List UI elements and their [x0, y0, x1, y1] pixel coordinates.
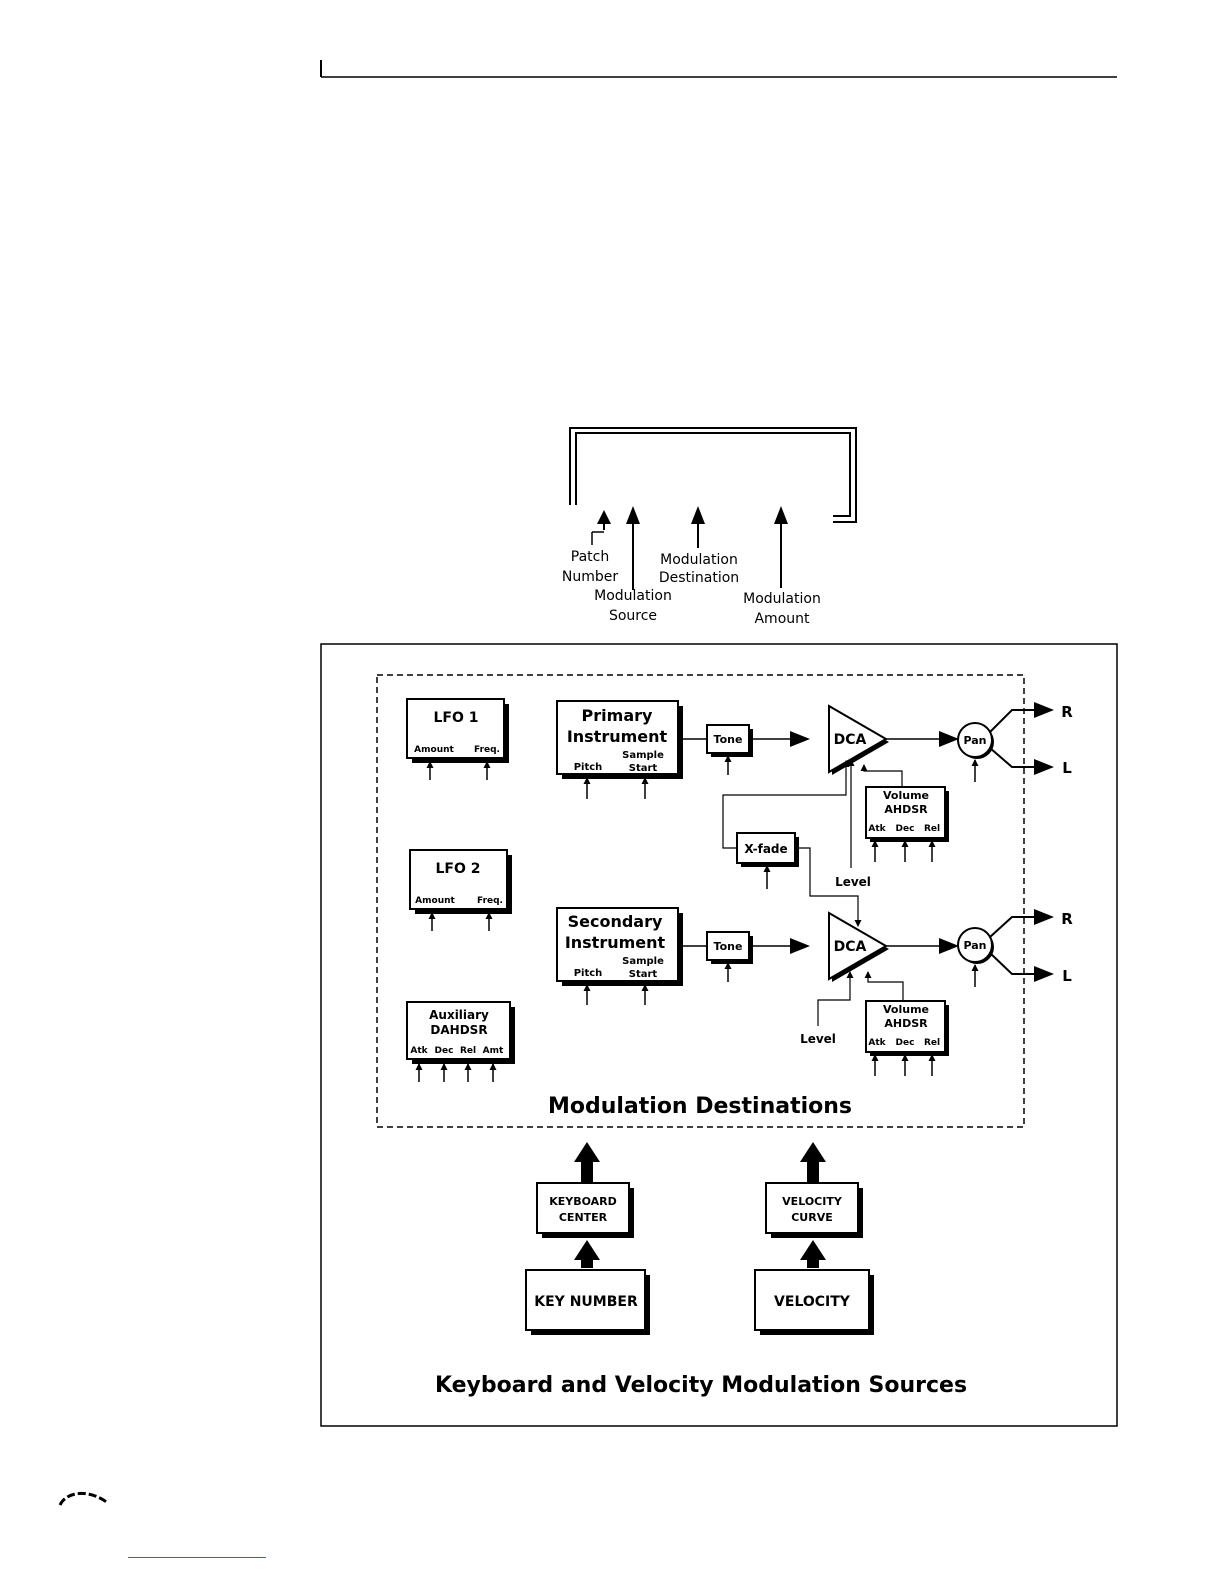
secondary-title-1: Secondary — [568, 912, 663, 931]
figure-frame — [320, 643, 1118, 1427]
modulation-destination-label-1: Modulation — [660, 552, 738, 568]
secondary-instrument-block — [556, 907, 706, 1005]
secondary-start-label: Start — [629, 969, 658, 980]
tone-block-primary — [706, 724, 810, 775]
volume-primary-title-2: AHDSR — [884, 803, 928, 816]
destinations-caption: Modulation Destinations — [548, 1094, 852, 1119]
page-ornament — [58, 1492, 109, 1506]
aux-dec-label: Dec — [435, 1046, 454, 1056]
pan-label-primary: Pan — [963, 734, 986, 747]
pan-secondary — [957, 909, 1054, 987]
volume-primary-dec: Dec — [896, 824, 915, 834]
velocity-curve-label-2: CURVE — [791, 1211, 833, 1224]
level-label-secondary: Level — [800, 1032, 836, 1046]
key-number-label: KEY NUMBER — [534, 1294, 638, 1310]
primary-start-label: Start — [629, 763, 658, 774]
dca-primary — [828, 704, 959, 775]
primary-instrument-block — [556, 700, 706, 799]
modulation-amount-label-2: Amount — [754, 611, 810, 627]
volume-secondary-title-2: AHDSR — [884, 1017, 928, 1030]
aux-atk-label: Atk — [410, 1046, 428, 1056]
header-rule — [320, 60, 1117, 78]
volume-secondary-atk: Atk — [868, 1038, 886, 1048]
modulation-amount-label-1: Modulation — [743, 591, 821, 607]
dca-secondary — [828, 911, 959, 982]
dca-label-secondary: DCA — [834, 939, 867, 955]
volume-primary-title-1: Volume — [883, 789, 929, 802]
patch-number-label-1: Patch — [571, 549, 609, 565]
lfo1-amount-label: Amount — [414, 745, 454, 755]
key-number-block — [525, 1269, 650, 1335]
aux-title-2: DAHDSR — [430, 1023, 487, 1037]
primary-title-1: Primary — [582, 706, 653, 725]
volume-secondary-dec: Dec — [896, 1038, 915, 1048]
primary-sample-label: Sample — [622, 750, 664, 761]
velocity-curve-block — [765, 1142, 863, 1268]
aux-envelope-block — [406, 1001, 515, 1082]
lfo1-title: LFO 1 — [433, 710, 478, 726]
velocity-block — [754, 1269, 874, 1335]
tone-label-primary: Tone — [714, 733, 743, 746]
footer-link-underline — [128, 1557, 266, 1558]
aux-rel-label: Rel — [460, 1046, 476, 1056]
primary-pitch-label: Pitch — [574, 762, 603, 773]
secondary-sample-label: Sample — [622, 956, 664, 967]
level-label-primary: Level — [835, 875, 871, 889]
destinations-box — [376, 674, 1025, 1128]
volume-envelope-secondary — [864, 971, 949, 1076]
modulation-destination-label-2: Destination — [659, 570, 739, 586]
modulation-source-label-1: Modulation — [594, 588, 672, 604]
tone-label-secondary: Tone — [714, 940, 743, 953]
keyboard-center-label-2: CENTER — [559, 1211, 608, 1224]
dca-label-primary: DCA — [834, 732, 867, 748]
volume-primary-atk: Atk — [868, 824, 886, 834]
volume-secondary-title-1: Volume — [883, 1003, 929, 1016]
level-line-secondary — [817, 971, 854, 1026]
lfo1-block — [406, 698, 509, 780]
lfo1-freq-label: Freq. — [474, 745, 500, 755]
secondary-pitch-label: Pitch — [574, 968, 603, 979]
xfade-block — [722, 760, 862, 927]
velocity-label: VELOCITY — [774, 1294, 851, 1310]
output-l-secondary: L — [1062, 967, 1072, 985]
volume-secondary-rel: Rel — [924, 1038, 940, 1048]
pan-primary — [957, 702, 1054, 782]
lfo2-amount-label: Amount — [415, 896, 455, 906]
volume-primary-rel: Rel — [924, 824, 940, 834]
modulation-display — [569, 427, 857, 590]
output-r-secondary: R — [1061, 910, 1073, 928]
output-l-primary: L — [1062, 759, 1072, 777]
volume-envelope-primary — [860, 764, 949, 862]
lfo2-freq-label: Freq. — [477, 896, 503, 906]
sources-caption: Keyboard and Velocity Modulation Sources — [435, 1373, 967, 1398]
aux-title-1: Auxiliary — [429, 1008, 489, 1022]
modulation-source-label-2: Source — [609, 608, 657, 624]
lfo2-title: LFO 2 — [435, 861, 480, 877]
output-r-primary: R — [1061, 703, 1073, 721]
secondary-title-2: Instrument — [565, 933, 666, 952]
xfade-label: X-fade — [744, 842, 787, 856]
tone-block-secondary — [706, 931, 810, 982]
pan-label-secondary: Pan — [963, 939, 986, 952]
keyboard-center-label-1: KEYBOARD — [549, 1195, 617, 1208]
patch-number-label-2: Number — [562, 569, 618, 585]
lfo2-block — [409, 849, 512, 931]
primary-title-2: Instrument — [567, 727, 668, 746]
aux-amt-label: Amt — [483, 1046, 504, 1056]
velocity-curve-label-1: VELOCITY — [782, 1195, 843, 1208]
keyboard-center-block — [536, 1142, 634, 1268]
